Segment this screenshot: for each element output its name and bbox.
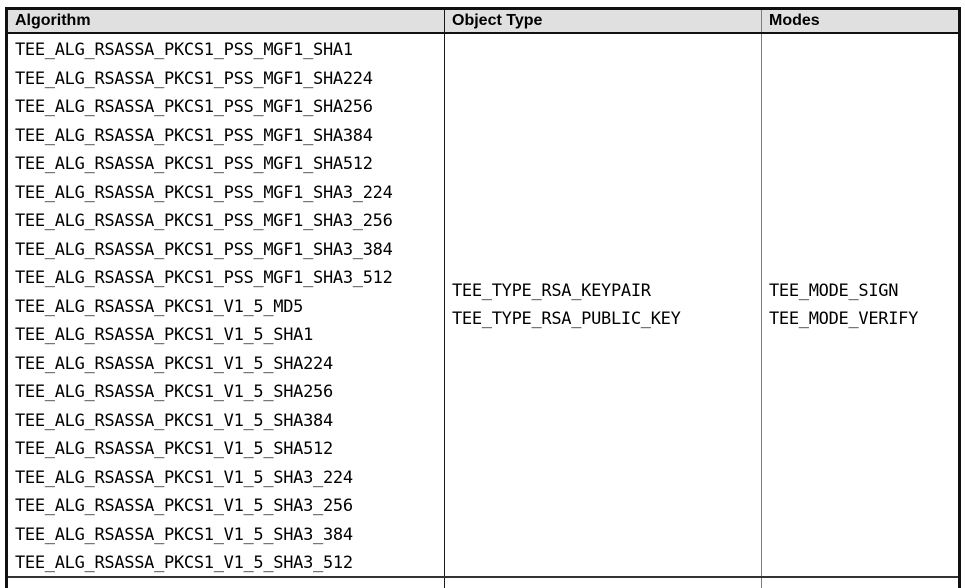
algorithm-item: TEE_ALG_RSASSA_PKCS1_V1_5_SHA384: [15, 410, 333, 431]
algorithm-item: TEE_ALG_RSASSA_PKCS1_V1_5_SHA256: [15, 382, 333, 402]
algorithm-spec-table: Algorithm Object Type Modes TEE_ALG_RSAS…: [5, 7, 961, 588]
mode-item: TEE_MODE_SIGN: [769, 280, 899, 301]
mode-item: TEE_MODE_VERIFY: [769, 309, 919, 329]
algorithm-item: TEE_ALG_RSASSA_PKCS1_PSS_MGF1_SHA3_224: [15, 182, 393, 203]
algorithm-item: TEE_ALG_RSASSA_PKCS1_PSS_MGF1_SHA3_512: [15, 268, 393, 288]
table-header-row: Algorithm Object Type Modes: [8, 10, 958, 34]
algorithm-item: TEE_ALG_RSASSA_PKCS1_V1_5_SHA512: [15, 439, 333, 459]
object-type-cell: TEE_TYPE_RSA_KEYPAIR TEE_TYPE_RSA_PUBLIC_…: [444, 34, 761, 576]
algorithm-item: TEE_ALG_RSASSA_PKCS1_V1_5_SHA1: [15, 325, 314, 345]
algorithm-item: TEE_ALG_RSASSA_PKCS1_PSS_MGF1_SHA3_384: [15, 239, 393, 260]
column-header-object-type: Object Type: [444, 10, 761, 32]
next-row-modes-cell: [761, 578, 958, 588]
algorithm-item: TEE_ALG_RSASSA_PKCS1_PSS_MGF1_SHA3_256: [15, 211, 393, 231]
algorithm-item: TEE_ALG_RSASSA_PKCS1_V1_5_SHA3_512: [15, 553, 353, 573]
column-header-modes: Modes: [761, 10, 958, 32]
next-table-row-partial: [8, 578, 958, 588]
algorithm-item: TEE_ALG_RSASSA_PKCS1_PSS_MGF1_SHA384: [15, 125, 373, 146]
algorithm-item: TEE_ALG_RSASSA_PKCS1_V1_5_SHA3_256: [15, 496, 353, 516]
object-type-item: TEE_TYPE_RSA_PUBLIC_KEY: [452, 309, 681, 329]
algorithm-item: TEE_ALG_RSASSA_PKCS1_V1_5_SHA3_224: [15, 467, 353, 488]
algorithm-item: TEE_ALG_RSASSA_PKCS1_PSS_MGF1_SHA512: [15, 154, 373, 174]
algorithm-item: TEE_ALG_RSASSA_PKCS1_V1_5_SHA3_384: [15, 524, 353, 545]
next-row-algorithm-cell: [8, 578, 444, 588]
algorithm-item: TEE_ALG_RSASSA_PKCS1_PSS_MGF1_SHA256: [15, 97, 373, 117]
next-row-object-type-cell: [444, 578, 761, 588]
modes-cell: TEE_MODE_SIGN TEE_MODE_VERIFY: [761, 34, 958, 576]
algorithm-item: TEE_ALG_RSASSA_PKCS1_PSS_MGF1_SHA224: [15, 68, 373, 89]
algorithm-item: TEE_ALG_RSASSA_PKCS1_PSS_MGF1_SHA1: [15, 40, 353, 60]
object-type-item: TEE_TYPE_RSA_KEYPAIR: [452, 280, 651, 301]
column-header-algorithm: Algorithm: [15, 12, 91, 29]
algorithm-item: TEE_ALG_RSASSA_PKCS1_V1_5_MD5: [15, 296, 304, 317]
algorithm-item: TEE_ALG_RSASSA_PKCS1_V1_5_SHA224: [15, 353, 333, 374]
